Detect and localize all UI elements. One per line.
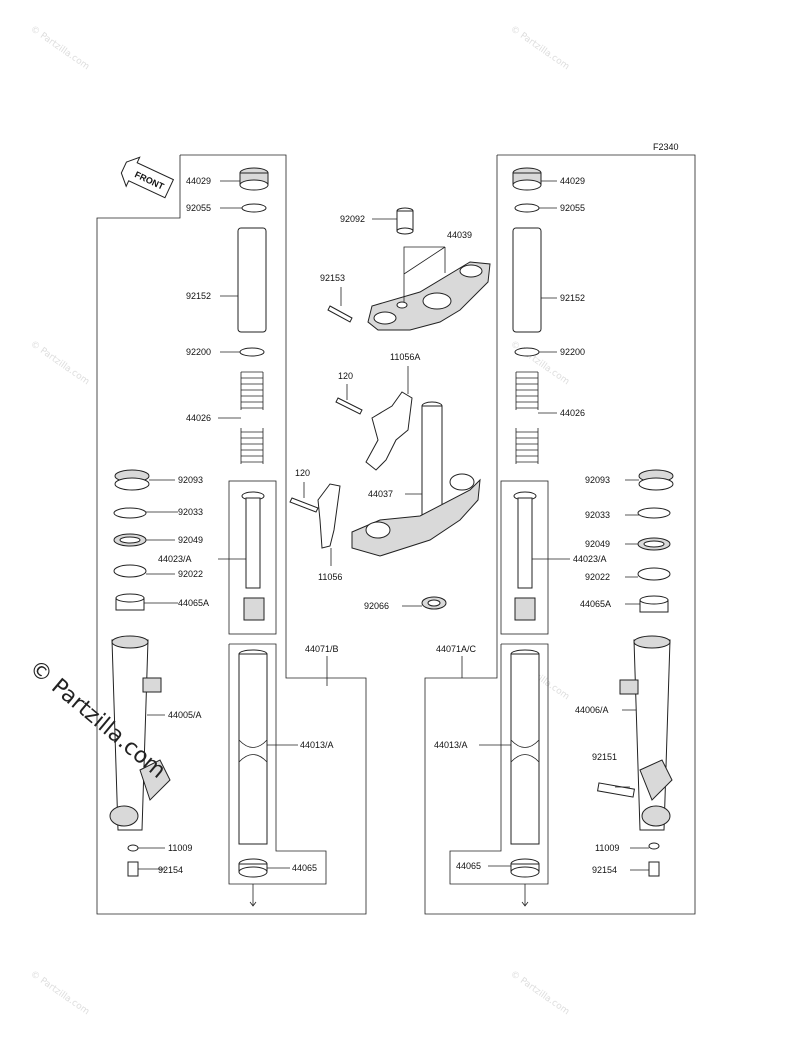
center-parts <box>289 207 491 610</box>
label-92093-left: 92093 <box>178 475 203 485</box>
label-44013a-right: 44013/A <box>434 740 468 750</box>
label-44037: 44037 <box>368 489 393 499</box>
label-44026-right: 44026 <box>560 408 585 418</box>
right-leader-lines <box>461 180 649 871</box>
label-44071ac: 44071A/C <box>436 644 477 654</box>
label-44065a-right: 44065A <box>580 599 611 609</box>
label-44026-left: 44026 <box>186 413 211 423</box>
watermark: © Partzilla.com <box>508 969 571 1017</box>
label-92022-left: 92022 <box>178 569 203 579</box>
label-44023a-right: 44023/A <box>573 554 607 564</box>
label-11056a: 11056A <box>390 352 420 362</box>
watermark: © Partzilla.com <box>508 24 571 72</box>
label-11009-left: 11009 <box>168 843 192 853</box>
left-fork-parts <box>109 167 269 907</box>
front-arrow-icon: FRONT <box>120 156 175 199</box>
label-11056: 11056 <box>318 572 342 582</box>
center-label-group: 92092 44039 92153 11056A 120 44037 120 1… <box>295 214 472 611</box>
label-92093-right: 92093 <box>585 475 610 485</box>
label-92154-right: 92154 <box>592 865 617 875</box>
label-92200-right: 92200 <box>560 347 585 357</box>
label-92049-left: 92049 <box>178 535 203 545</box>
label-92154-left: 92154 <box>158 865 183 875</box>
label-44029-left: 44029 <box>186 176 211 186</box>
right-inner-tube-box <box>449 643 549 885</box>
watermark: © Partzilla.com <box>28 24 91 72</box>
label-92092: 92092 <box>340 214 365 224</box>
left-fork-outline <box>96 154 367 915</box>
watermark: © Partzilla.com <box>28 339 91 387</box>
figure-code: F2340 <box>653 142 679 152</box>
right-fork-outline <box>424 154 696 915</box>
label-92055-left: 92055 <box>186 203 211 213</box>
label-92153: 92153 <box>320 273 345 283</box>
label-11009-right: 11009 <box>595 843 619 853</box>
label-44039: 44039 <box>447 230 472 240</box>
label-120-upper: 120 <box>338 371 353 381</box>
label-44065-left: 44065 <box>292 863 317 873</box>
center-leader-lines <box>303 218 446 607</box>
right-fork-parts <box>510 167 674 907</box>
right-cartridge-box <box>500 480 549 635</box>
label-44006a-right: 44006/A <box>575 705 609 715</box>
label-92049-right: 92049 <box>585 539 610 549</box>
left-cartridge-box <box>228 480 277 635</box>
label-44065-right: 44065 <box>456 861 481 871</box>
label-44005a-left: 44005/A <box>168 710 202 720</box>
label-92033-right: 92033 <box>585 510 610 520</box>
label-44013a-left: 44013/A <box>300 740 334 750</box>
label-92200-left: 92200 <box>186 347 211 357</box>
label-92022-right: 92022 <box>585 572 610 582</box>
label-92152-left: 92152 <box>186 291 211 301</box>
label-92066: 92066 <box>364 601 389 611</box>
label-44023a-left: 44023/A <box>158 554 192 564</box>
left-inner-tube-box <box>228 643 327 885</box>
label-44065a-left: 44065A <box>178 598 209 608</box>
label-92055-right: 92055 <box>560 203 585 213</box>
label-44071b: 44071/B <box>305 644 339 654</box>
label-44029-right: 44029 <box>560 176 585 186</box>
label-92152-right: 92152 <box>560 293 585 303</box>
label-92151-right: 92151 <box>592 752 617 762</box>
label-92033-left: 92033 <box>178 507 203 517</box>
left-label-group: 44029 92055 92152 92200 44026 92093 9203… <box>158 176 339 875</box>
label-120-lower: 120 <box>295 468 310 478</box>
watermark: © Partzilla.com <box>28 969 91 1017</box>
right-label-group: 44029 92055 92152 92200 44026 92093 9203… <box>434 176 619 875</box>
